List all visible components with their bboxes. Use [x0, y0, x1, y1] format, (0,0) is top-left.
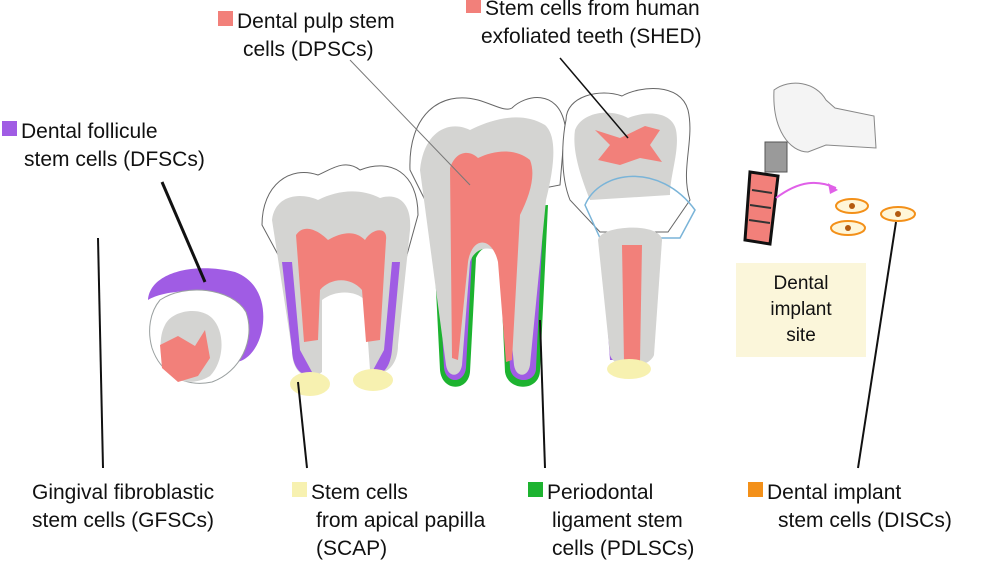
implant-site-line3: site	[786, 325, 816, 346]
dpsc-line2: cells (DPSCs)	[243, 38, 374, 61]
implant-site-line2: implant	[770, 299, 832, 320]
scap-line3: (SCAP)	[316, 537, 388, 560]
shed-line2: exfoliated teeth (SHED)	[481, 25, 702, 48]
implant-site-line1: Dental	[773, 273, 829, 294]
mature-molar	[409, 97, 566, 387]
scap-line1: Stem cells	[311, 481, 408, 504]
ligament-swatch	[528, 482, 543, 497]
dfsc-line2: stem cells (DFSCs)	[24, 148, 205, 171]
deciduous-tooth	[562, 88, 696, 379]
scap-line2: from apical papilla	[316, 509, 486, 532]
dpsc-line1: Dental pulp stem	[237, 10, 395, 33]
shed-line1: Stem cells from human	[485, 0, 700, 20]
tooth4-root-pulp	[622, 245, 642, 362]
label-scap: Stem cells from apical papilla (SCAP)	[292, 479, 485, 562]
label-gfsc: Gingival fibroblastic stem cells (GFSCs)	[32, 479, 214, 535]
papilla-swatch	[292, 482, 307, 497]
papilla-left	[290, 372, 330, 396]
tooth4-pulp-crown	[595, 126, 662, 165]
label-pdlsc: Periodontal ligament stem cells (PDLSCs)	[528, 479, 694, 562]
molar2-follicle-left	[282, 262, 312, 375]
implant-handpiece	[743, 82, 877, 246]
molar3-pulp	[450, 151, 533, 362]
label-dfsc: Dental follicule stem cells (DFSCs)	[2, 118, 205, 174]
handpiece-head	[773, 82, 877, 153]
leader-dfsc	[160, 181, 207, 283]
implant-swatch	[748, 482, 763, 497]
tooth-germ	[148, 268, 264, 384]
leader-dpsc	[349, 59, 471, 186]
gfsc-line1: Gingival fibroblastic	[32, 481, 215, 504]
leader-shed	[559, 57, 629, 139]
pulp-swatch	[466, 0, 481, 13]
molar2-follicle-right	[372, 262, 400, 375]
molar2-pulp	[296, 228, 387, 342]
disc-line1: Dental implant	[767, 481, 902, 504]
label-shed: Stem cells from human exfoliated teeth (…	[466, 0, 702, 51]
disc-line2: stem cells (DISCs)	[778, 509, 952, 532]
tooth4-papilla	[607, 359, 651, 379]
label-dpsc: Dental pulp stem cells (DPSCs)	[218, 8, 395, 64]
leader-scap	[297, 381, 308, 469]
dfsc-line1: Dental follicule	[21, 120, 158, 143]
follicle-sac	[148, 268, 264, 363]
handpiece-neck	[764, 141, 788, 173]
pdlsc-line3: cells (PDLSCs)	[552, 537, 695, 560]
papilla-right	[353, 369, 393, 391]
arrow-head	[828, 183, 838, 194]
germ-pulp	[160, 330, 210, 382]
leader-lines	[97, 57, 897, 469]
pdlsc-line1: Periodontal	[547, 481, 654, 504]
leader-gfsc	[97, 237, 104, 469]
leader-disc	[857, 221, 897, 469]
arrow-to-cells	[775, 181, 837, 199]
implant-site-box: Dental implant site	[736, 263, 866, 357]
label-disc: Dental implant stem cells (DISCs)	[748, 479, 952, 535]
pulp-swatch	[218, 11, 233, 26]
pdlsc-line2: ligament stem	[552, 509, 683, 532]
implant-cells	[830, 198, 916, 236]
developing-molar	[261, 164, 419, 396]
tooth4-root-outline	[584, 175, 696, 239]
leader-pdlsc	[539, 319, 546, 469]
gfsc-line2: stem cells (GFSCs)	[32, 509, 215, 532]
implant-body	[743, 170, 780, 246]
follicle-swatch	[2, 121, 17, 136]
